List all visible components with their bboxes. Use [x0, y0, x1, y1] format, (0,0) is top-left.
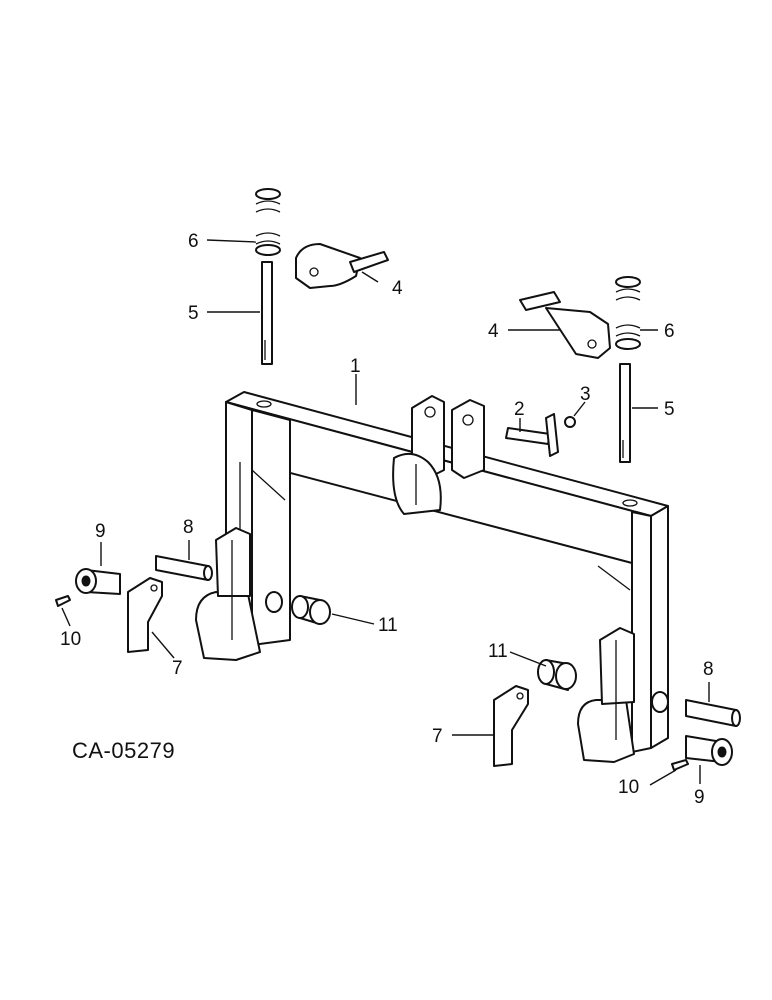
latch-rod-left: [261, 261, 273, 365]
pin-10-left: [55, 595, 71, 607]
callout-4-left: 4: [392, 278, 403, 299]
roller-11-left: [291, 595, 331, 625]
latch-arm-right: [493, 685, 529, 767]
callout-9-right: 9: [694, 787, 705, 808]
callout-10-right: 10: [618, 777, 639, 798]
latch-arm-left: [127, 577, 163, 653]
callout-4-right: 4: [488, 321, 499, 342]
callout-2: 2: [514, 399, 525, 420]
latch-handle-left: [295, 243, 389, 289]
callout-11-left: 11: [378, 615, 398, 636]
callout-3: 3: [580, 384, 591, 405]
callout-5-left: 5: [188, 303, 199, 324]
spring-left: [255, 188, 281, 256]
right-lower-hook: [577, 627, 669, 763]
callout-10-left: 10: [60, 629, 81, 650]
callout-1: 1: [350, 356, 361, 377]
callout-labels: 1 2 3 4 4 5 5 6 6 7 7 8 8 9 9 10 10 11 1…: [60, 231, 714, 808]
latch-handle-right: [519, 291, 611, 359]
left-lower-hook: [195, 527, 283, 661]
pin-10-right: [671, 759, 689, 771]
callout-8-left: 8: [183, 517, 194, 538]
bushing-9-left: [75, 568, 121, 595]
drawing-code: CA-05279: [72, 738, 175, 763]
callout-5-right: 5: [664, 399, 675, 420]
callout-6-left: 6: [188, 231, 199, 252]
leader-lines: [61, 239, 710, 786]
callout-8-right: 8: [703, 659, 714, 680]
callout-6-right: 6: [664, 321, 675, 342]
callout-9-left: 9: [95, 521, 106, 542]
bushing-9-right: [685, 735, 733, 766]
pin-2: [505, 413, 559, 457]
pin-8-left: [155, 555, 213, 581]
pin-8-right: [685, 699, 741, 727]
roller-11-right: [537, 659, 577, 691]
callout-11-right: 11: [488, 641, 508, 662]
latch-rod-right: [619, 363, 631, 463]
spring-right: [615, 276, 641, 350]
nut-3: [564, 416, 576, 428]
callout-7-left: 7: [172, 658, 183, 679]
callout-7-right: 7: [432, 726, 443, 747]
